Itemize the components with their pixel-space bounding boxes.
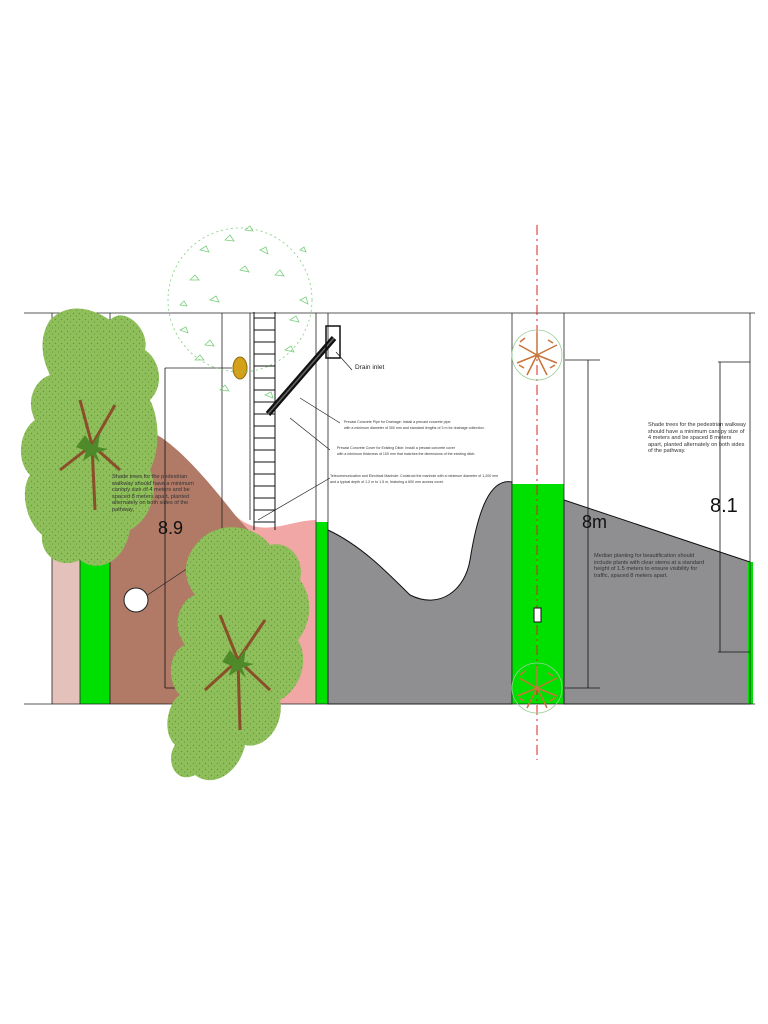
median-palm-bottom — [511, 662, 563, 714]
dimension-right: 8.1 — [710, 495, 738, 517]
shade-tree-note-left: Shade trees for the pedestrian walkway s… — [112, 474, 194, 513]
cover-note-line2: with a minimum thickness of 100 mm that … — [337, 452, 476, 456]
median-palm-top — [511, 329, 563, 381]
manhole-note-line2: and a typical depth of 1.2 m to 1.5 m, f… — [330, 480, 444, 484]
manhole-note-line1: Telecommunication and Electrical Manhole… — [330, 474, 499, 478]
median-post — [533, 607, 542, 623]
dimension-left: 8.9 — [158, 518, 184, 538]
road-surface — [327, 481, 513, 705]
dimension-center: 8m — [582, 512, 608, 532]
shade-tree-note-right: Shade trees for the pedestrian walkway s… — [648, 422, 746, 455]
cover-note-line1: Precast Concrete Cover for Existing Ditc… — [337, 446, 456, 450]
shade-tree-upper-left — [20, 308, 160, 566]
pipe-note-line1: Precast Concrete Pipe for Drainage: Inst… — [344, 420, 451, 424]
manhole-icon — [232, 356, 248, 380]
shade-tree-lower-middle — [167, 527, 310, 781]
right-green-strip — [748, 562, 753, 704]
pipe-note-line2: with a minimum diameter of 300 mm and st… — [344, 426, 485, 430]
tele-manhole-icon — [123, 587, 149, 613]
drain-inlet-label: Drain inlet — [355, 364, 385, 371]
ladder-stairs — [253, 312, 276, 530]
median-planting-note: Median planting for beautification shoul… — [594, 553, 705, 579]
outline-tree-top — [167, 225, 313, 399]
drainage-pipe — [265, 325, 341, 416]
green-strip-center-left — [316, 522, 328, 704]
median-green-strip — [512, 484, 564, 704]
